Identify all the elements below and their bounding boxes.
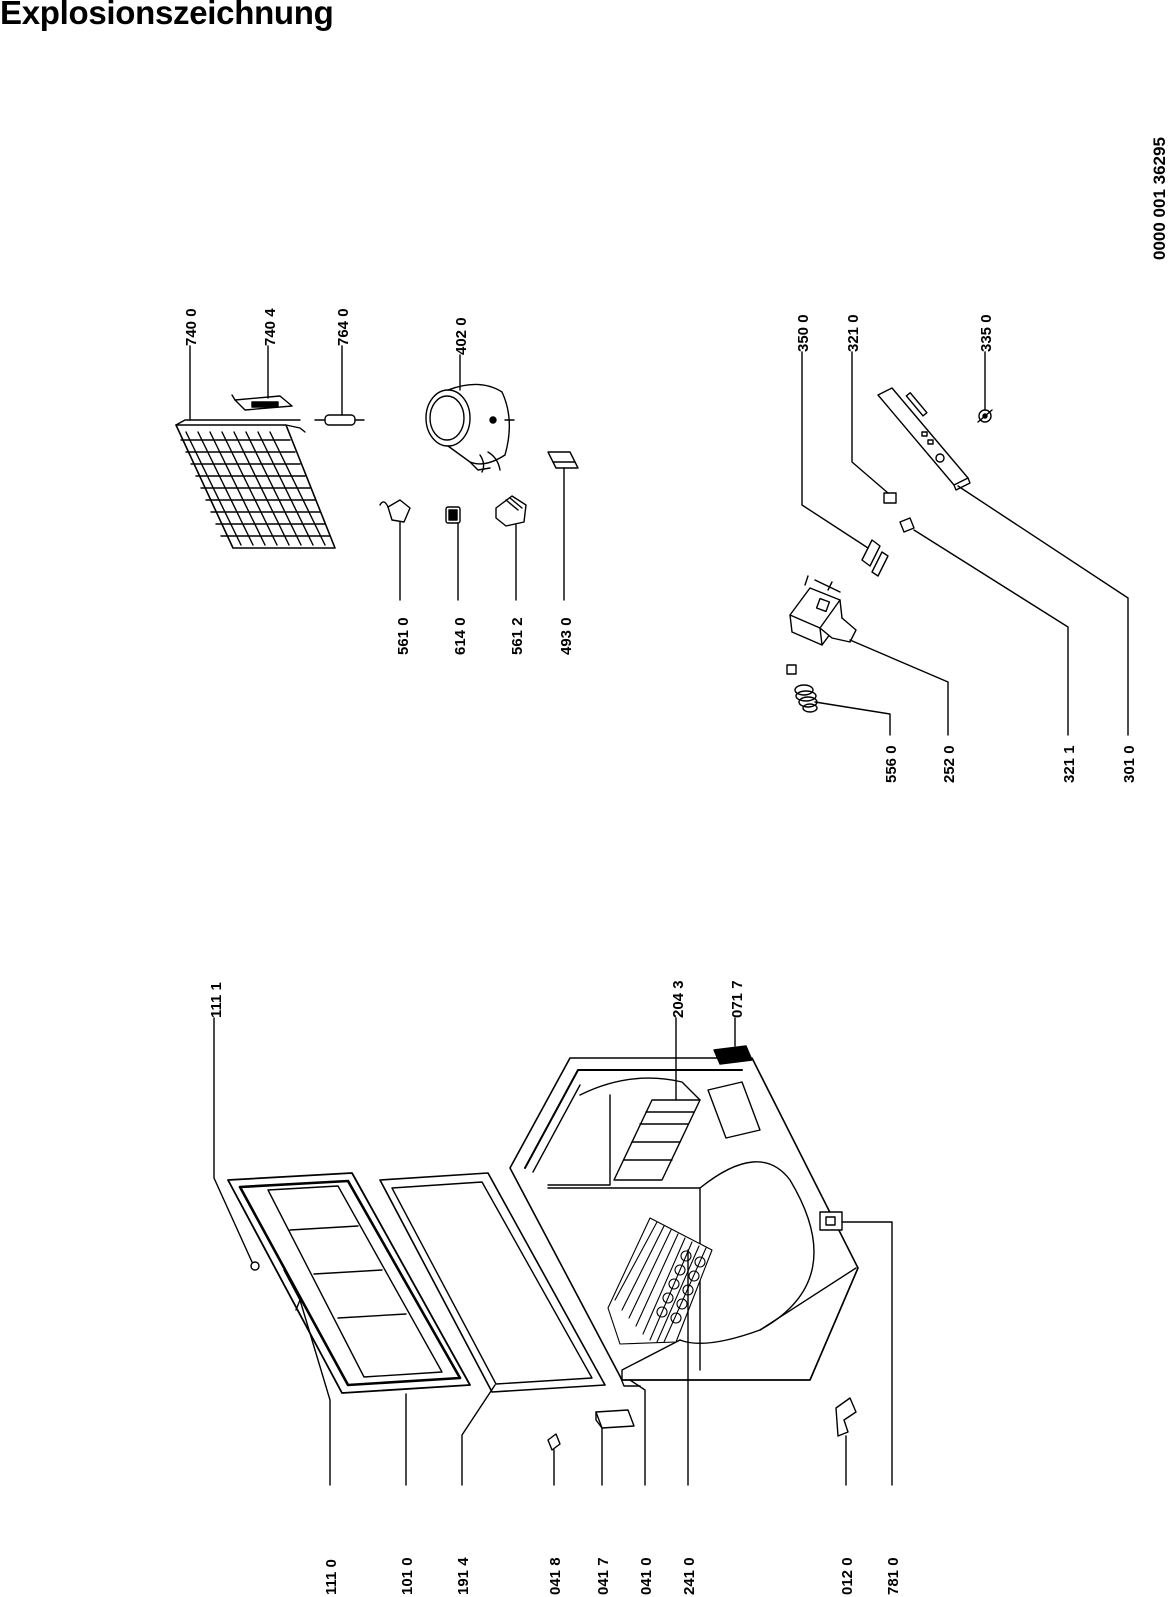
part-label-740-0: 740 0 <box>183 308 200 346</box>
part-label-111-0: 111 0 <box>323 1559 340 1595</box>
part-label-301-0: 301 0 <box>1121 745 1138 783</box>
latch-part <box>819 1211 843 1231</box>
part-label-556-0: 556 0 <box>883 745 900 783</box>
bracket-part-2 <box>835 1397 857 1437</box>
filter-dryer-part <box>314 414 365 426</box>
knob-part <box>977 409 993 423</box>
part-label-561-2: 561 2 <box>509 617 526 655</box>
part-label-350-0: 350 0 <box>795 314 812 352</box>
spring-part <box>786 664 818 713</box>
part-label-191-4: 191 4 <box>455 1557 472 1595</box>
relay-part <box>379 499 411 523</box>
part-label-493-0: 493 0 <box>558 617 575 655</box>
part-label-101-0: 101 0 <box>399 1557 416 1595</box>
part-label-740-4: 740 4 <box>262 308 279 346</box>
clip-part <box>547 1433 561 1451</box>
part-label-764-0: 764 0 <box>335 308 352 346</box>
grille-part <box>713 1045 753 1065</box>
condenser-coil-part <box>175 419 336 549</box>
part-label-781-0: 781 0 <box>885 1557 902 1595</box>
overload-part <box>445 506 461 524</box>
compressor-part <box>425 383 515 473</box>
part-label-252-0: 252 0 <box>941 745 958 783</box>
part-label-204-3: 204 3 <box>670 980 687 1018</box>
seal-frame-part <box>379 1172 606 1393</box>
part-label-041-8: 041 8 <box>547 1557 564 1595</box>
bracket-part <box>231 394 293 411</box>
part-label-402-0: 402 0 <box>453 317 470 355</box>
part-label-321-0: 321 0 <box>845 314 862 352</box>
part-label-335-0: 335 0 <box>978 314 995 352</box>
part-label-241-0: 241 0 <box>681 1557 698 1595</box>
stopper-part <box>250 1261 260 1271</box>
part-label-614-0: 614 0 <box>452 617 469 655</box>
handle-part <box>595 1409 635 1429</box>
document-number: 0000 001 36295 <box>1150 137 1169 260</box>
cabinet-part <box>509 1057 859 1387</box>
part-label-041-0: 041 0 <box>638 1557 655 1595</box>
cover-part <box>547 451 579 469</box>
part-label-111-1: 111 1 <box>208 982 225 1018</box>
thermostat-housing-part <box>789 575 857 646</box>
part-label-041-7: 041 7 <box>595 1557 612 1595</box>
part-label-071-7: 071 7 <box>729 980 746 1018</box>
part-label-561-0: 561 0 <box>395 617 412 655</box>
starter-part <box>495 495 527 527</box>
part-label-321-1: 321 1 <box>1061 745 1078 783</box>
control-panel-part <box>877 387 971 491</box>
lid-part <box>227 1172 471 1394</box>
page-title: Explosionszeichnung <box>0 0 334 31</box>
wire-basket-part <box>607 1217 713 1345</box>
part-label-012-0: 012 0 <box>839 1557 856 1595</box>
switch-part <box>883 492 897 504</box>
indicator-lamp-part <box>861 539 889 577</box>
switch-part-2 <box>899 517 915 533</box>
